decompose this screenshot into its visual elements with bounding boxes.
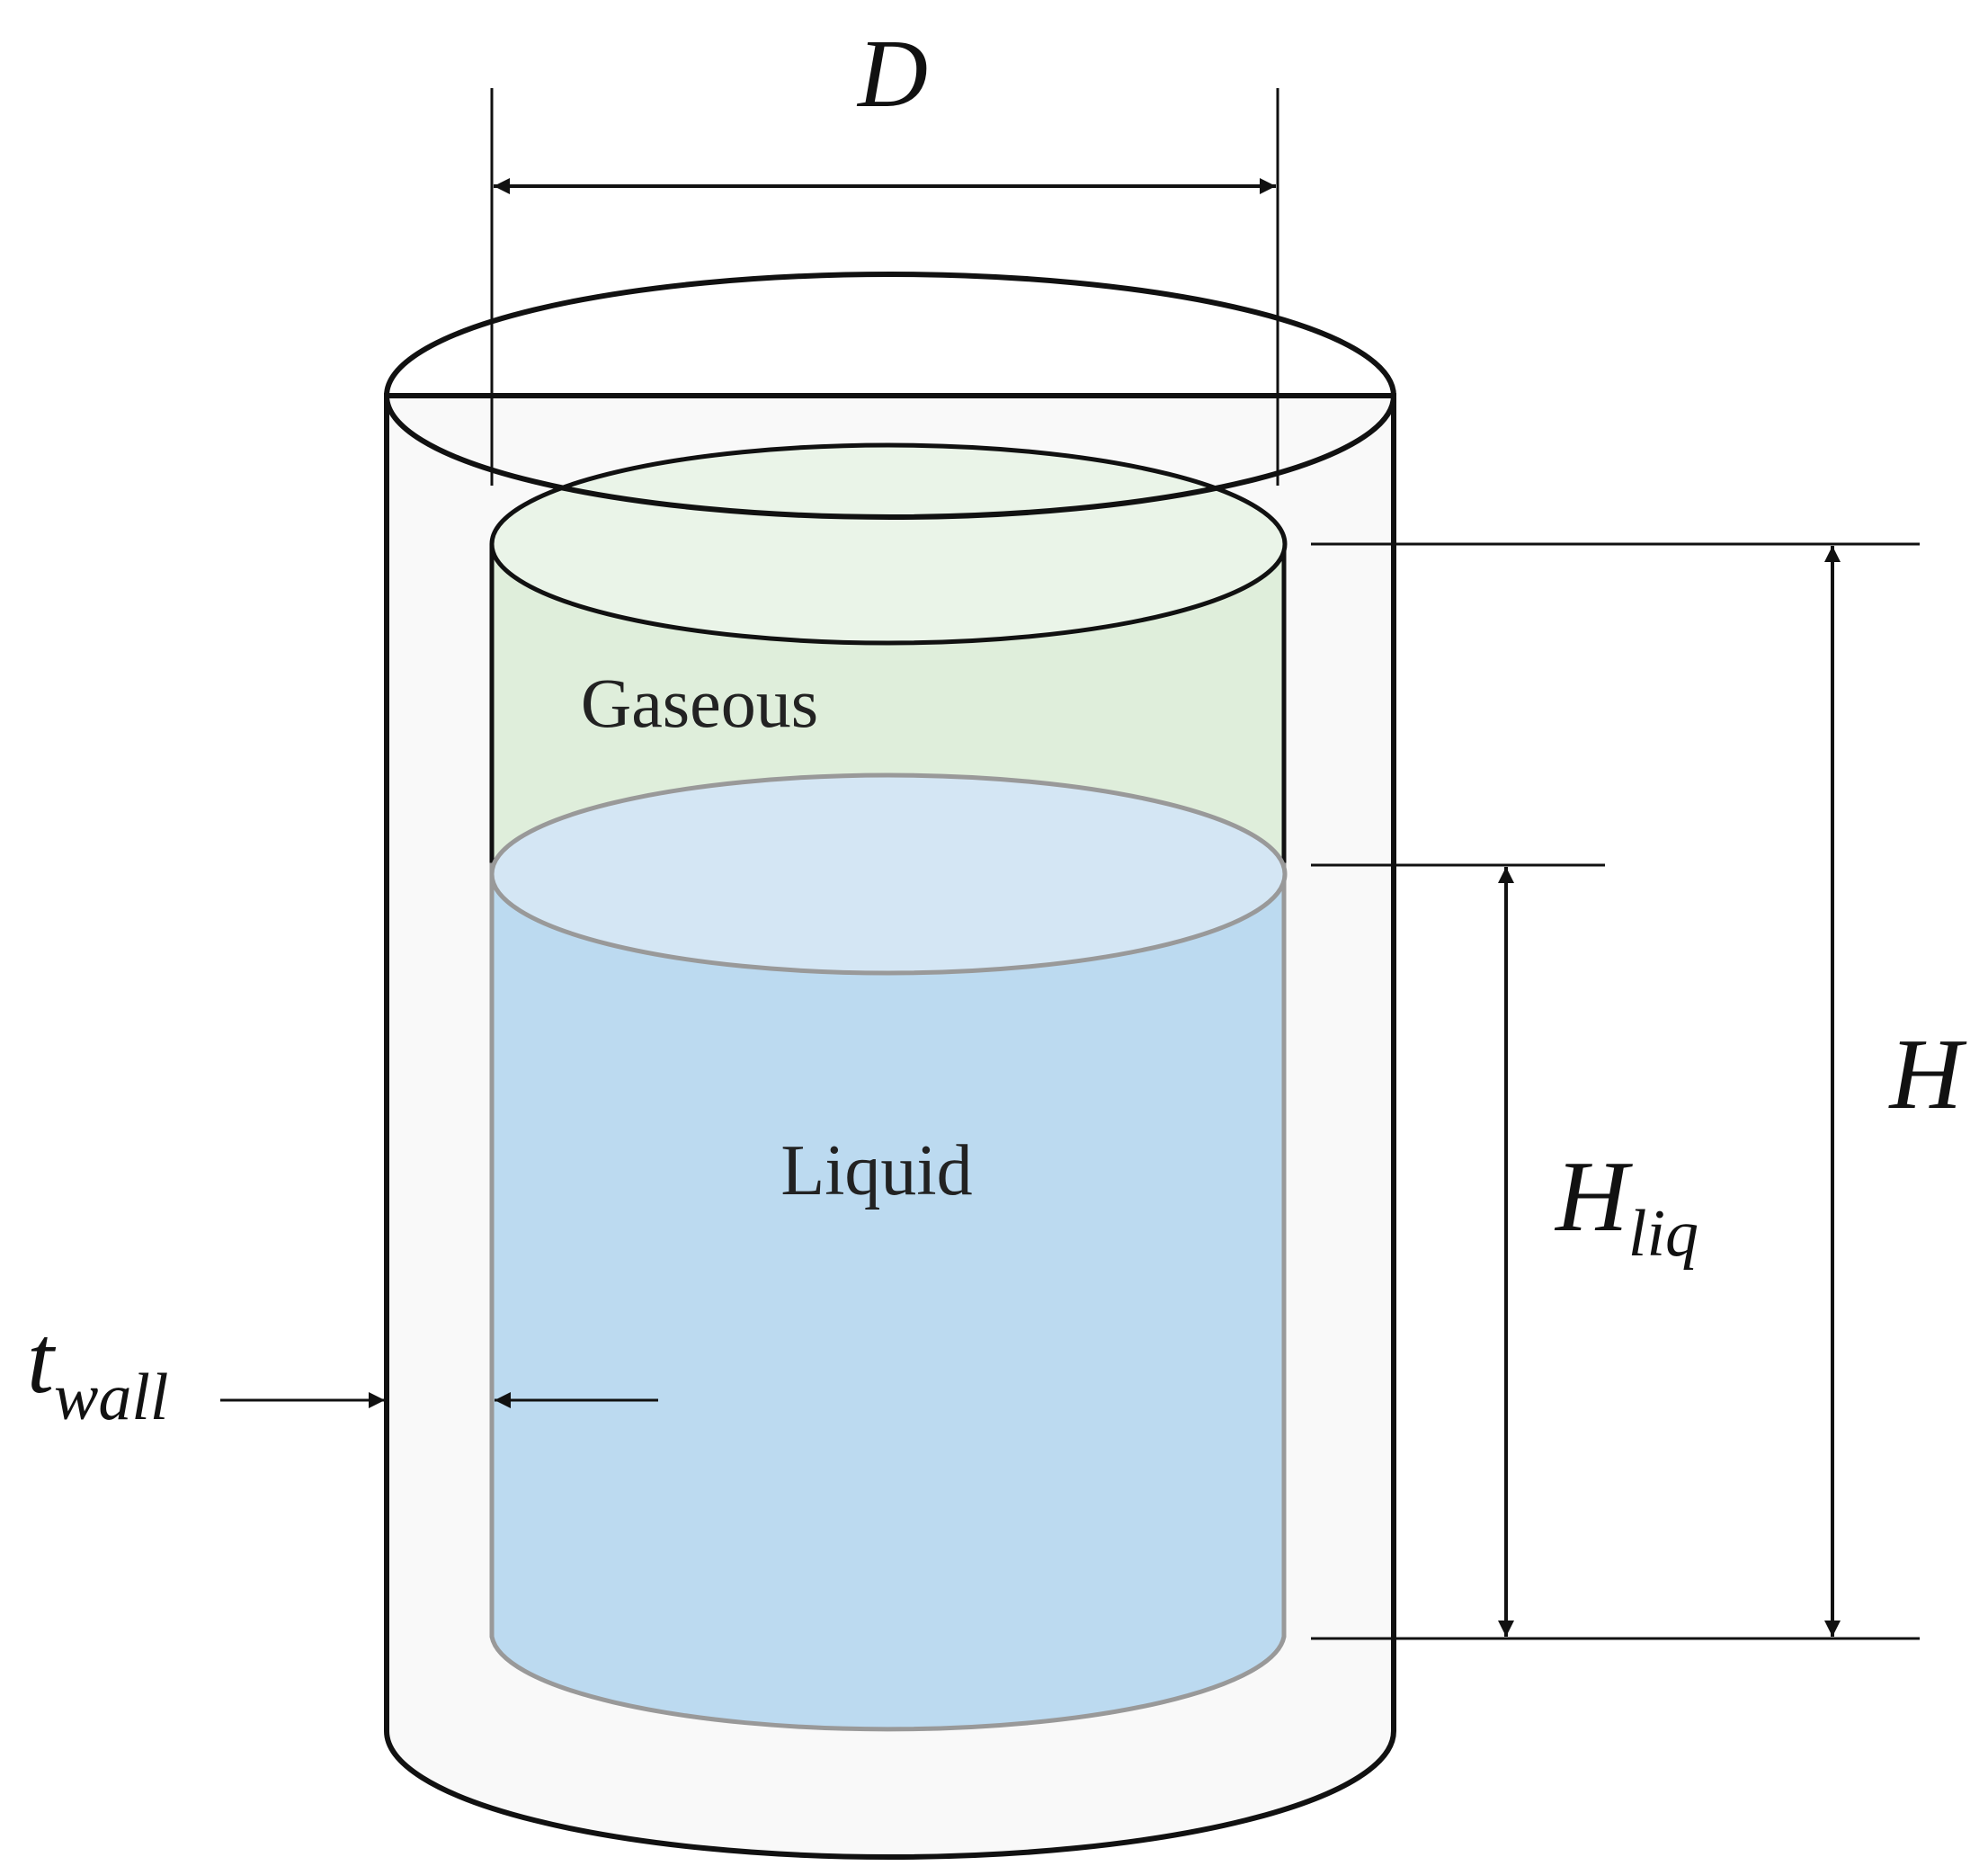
liquid-height-label-sub: liq	[1628, 1197, 1698, 1271]
wall-thickness-label: twall	[27, 1307, 169, 1434]
gas-top-surface	[489, 442, 1288, 646]
liquid-height-label: Hliq	[1554, 1141, 1698, 1271]
gas-region	[489, 442, 1288, 865]
liquid-surface	[489, 772, 1288, 976]
gaseous-label: Gaseous	[581, 664, 818, 742]
wall-thickness-label-main: t	[27, 1307, 57, 1414]
liquid-label: Liquid	[780, 1131, 972, 1210]
liquid-region	[489, 772, 1288, 1732]
liquid-body	[489, 862, 1287, 1732]
diameter-label: D	[856, 21, 928, 128]
wall-thickness-label-sub: wall	[54, 1361, 168, 1434]
height-label: H	[1888, 1019, 1967, 1130]
outer-vessel-rim	[384, 272, 1396, 520]
height-dimensions	[1311, 542, 1920, 1640]
liquid-height-label-main: H	[1554, 1141, 1633, 1253]
diameter-dimension	[490, 88, 1279, 486]
